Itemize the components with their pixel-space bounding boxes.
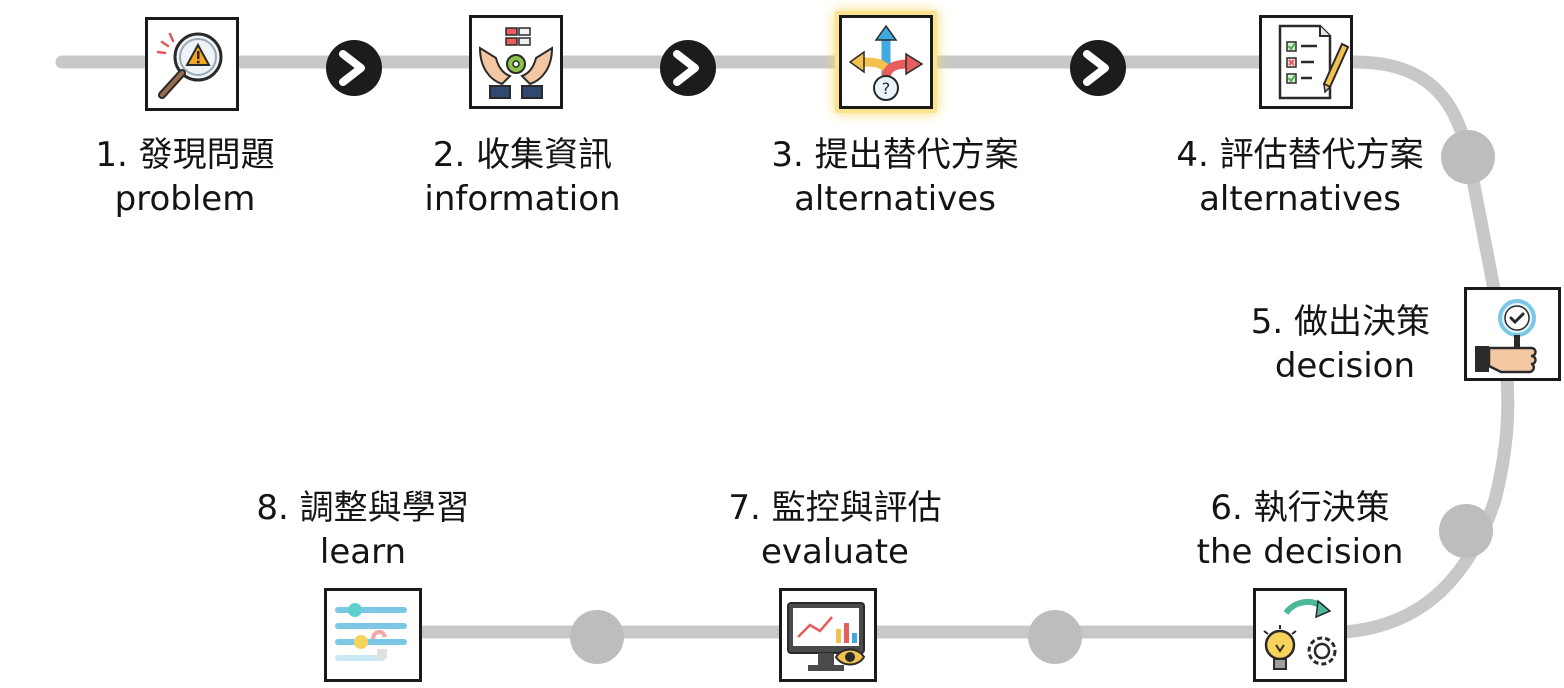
path-node — [1439, 504, 1493, 558]
step-7-zh: 監控與評估 — [771, 488, 942, 528]
crossroad-arrows-question-icon: ? — [848, 24, 924, 101]
step-6-label: 6. 執行決策 the decision — [1170, 486, 1430, 574]
step-6-number: 6. — [1210, 488, 1243, 528]
adjustment-sliders-icon — [335, 603, 407, 661]
step-7-en: evaluate — [761, 532, 909, 572]
step-2-en: information — [424, 179, 621, 219]
step-6-zh: 執行決策 — [1253, 488, 1390, 528]
step-6-en: the decision — [1196, 532, 1404, 572]
step-2-icon-box — [469, 15, 563, 109]
chevron-right-icon — [660, 40, 716, 96]
step-1-icon-box — [145, 17, 239, 111]
step-4-number: 4. — [1176, 135, 1209, 175]
hands-gear-data-icon — [478, 27, 554, 99]
step-1-label: 1. 發現問題 problem — [80, 133, 290, 221]
step-8-en: learn — [319, 532, 407, 572]
magnifier-warning-icon — [156, 32, 223, 99]
step-7-icon-box — [779, 588, 877, 682]
step-5-icon-box — [1464, 287, 1561, 381]
step-7-number: 7. — [728, 488, 761, 528]
step-7-title: 7. 監控與評估 — [705, 486, 965, 530]
step-6-title: 6. 執行決策 — [1170, 486, 1430, 530]
step-8-number: 8. — [256, 488, 289, 528]
path-node — [1441, 130, 1495, 184]
step-4-icon-box — [1259, 15, 1353, 109]
step-2-number: 2. — [432, 135, 466, 175]
lightbulb-gear-arrow-icon — [1263, 599, 1337, 670]
checklist-pencil-icon — [1278, 24, 1350, 100]
step-5-en: decision — [1274, 346, 1415, 386]
step-4-en: alternatives — [1199, 179, 1401, 219]
step-2-label: 2. 收集資訊 information — [400, 133, 645, 221]
path-node — [570, 610, 624, 664]
hand-magnifier-check-icon — [1475, 299, 1537, 374]
step-8-label: 8. 調整與學習 learn — [232, 486, 494, 574]
step-8-title: 8. 調整與學習 — [232, 486, 494, 530]
step-2-title: 2. 收集資訊 — [400, 133, 645, 177]
chevron-right-icon — [326, 40, 382, 96]
step-4-label: 4. 評估替代方案 alternatives — [1150, 133, 1450, 221]
step-4-zh: 評估替代方案 — [1219, 135, 1424, 175]
path-node — [1028, 610, 1082, 664]
step-5-label: 5. 做出決策 decision — [1210, 300, 1430, 388]
step-8-icon-box — [324, 588, 422, 682]
step-1-zh: 發現問題 — [138, 135, 275, 175]
step-1-title: 1. 發現問題 — [80, 133, 290, 177]
chevron-right-icon — [1070, 40, 1126, 96]
step-3-title: 3. 提出替代方案 — [745, 133, 1045, 177]
step-8-zh: 調整與學習 — [299, 488, 470, 528]
process-path — [55, 55, 1515, 639]
svg-text:?: ? — [882, 79, 891, 98]
step-2-zh: 收集資訊 — [476, 135, 613, 175]
step-6-icon-box — [1253, 588, 1347, 682]
step-3-zh: 提出替代方案 — [814, 135, 1019, 175]
step-3-icon-box: ? — [839, 15, 933, 109]
step-1-number: 1. — [95, 135, 128, 175]
step-5-zh: 做出決策 — [1294, 302, 1430, 342]
step-7-label: 7. 監控與評估 evaluate — [705, 486, 965, 574]
step-3-number: 3. — [771, 135, 804, 175]
step-3-label: 3. 提出替代方案 alternatives — [745, 133, 1045, 221]
step-1-en: problem — [114, 179, 256, 219]
step-5-number: 5. — [1250, 302, 1284, 342]
step-4-title: 4. 評估替代方案 — [1150, 133, 1450, 177]
step-5-title: 5. 做出決策 — [1210, 300, 1430, 344]
step-3-en: alternatives — [794, 179, 996, 219]
monitor-chart-eye-icon — [787, 602, 866, 671]
